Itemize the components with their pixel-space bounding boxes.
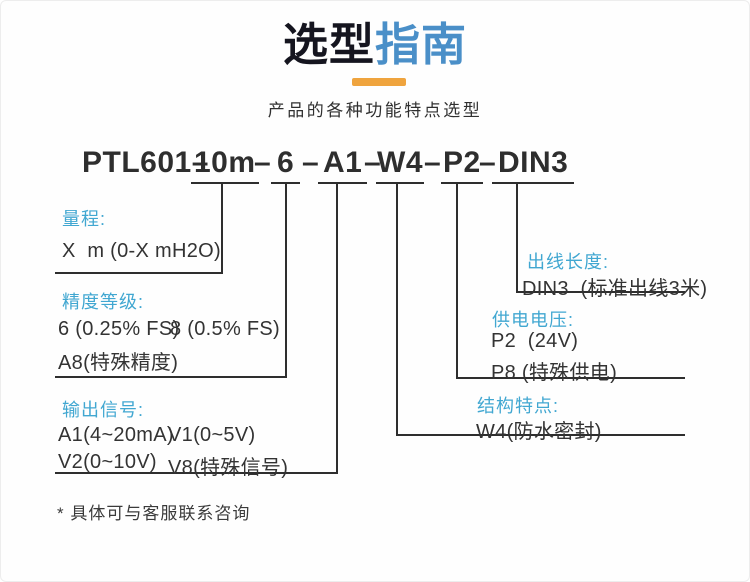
power-option-1: P2 (24V) <box>491 330 579 352</box>
connector-cable-hline <box>516 291 685 293</box>
section-range-value: X m (0-X mH2O) <box>62 240 221 262</box>
section-accuracy-row1: 6 (0.25% FS) 8 (0.5% FS) <box>58 318 280 341</box>
page-subtitle: 产品的各种功能特点选型 <box>267 101 483 120</box>
page-title-dark-part: 选型 <box>282 19 375 70</box>
model-dash-5: – <box>479 146 497 179</box>
footnote: * 具体可与客服联系咨询 <box>57 504 251 523</box>
power-option-2: P8 (特殊供电) <box>491 362 618 384</box>
connector-range-hline <box>55 272 223 274</box>
section-output-label: 输出信号: <box>62 400 145 420</box>
section-output-row2: V2(0~10V) V8(特殊信号) <box>58 451 288 480</box>
accuracy-option-1: 6 (0.25% FS) <box>58 318 180 340</box>
output-option-4: V8(特殊信号) <box>168 457 289 479</box>
section-cable-value: DIN3 (标准出线3米) <box>522 278 708 300</box>
connector-cable-vline <box>516 184 518 293</box>
connector-power-vline <box>456 184 458 379</box>
connector-output-hline <box>55 472 338 474</box>
connector-range-vline <box>221 184 223 274</box>
section-cable-label: 出线长度: <box>527 252 610 272</box>
connector-power-hline <box>456 377 685 379</box>
model-segment-structure: W4 <box>376 146 424 184</box>
section-range-label: 量程: <box>62 209 107 229</box>
connector-accuracy-hline <box>55 376 287 378</box>
section-power-label: 供电电压: <box>492 310 575 330</box>
model-segment-accuracy: 6 <box>271 146 301 184</box>
model-segment-range: 10m <box>191 146 259 184</box>
model-dash-2: – <box>302 146 320 179</box>
page-title-accent-part: 指南 <box>375 19 468 70</box>
section-structure-label: 结构特点: <box>477 396 560 416</box>
model-segment-output: A1 <box>318 146 368 184</box>
section-accuracy-label: 精度等级: <box>62 292 145 312</box>
output-option-1: A1(4~20mA) <box>58 424 174 446</box>
model-dash-1: – <box>254 146 272 179</box>
model-segment-power: P2 <box>441 146 483 184</box>
section-output-row1: A1(4~20mA) V1(0~5V) <box>58 424 255 447</box>
output-option-3: V2(0~10V) <box>58 451 157 473</box>
title-underline-dash <box>352 78 406 86</box>
model-segment-cable: DIN3 <box>492 146 575 184</box>
model-prefix: PTL601– <box>82 146 209 179</box>
connector-structure-vline <box>396 184 398 436</box>
connector-structure-hline <box>396 434 685 436</box>
page-title: 选型指南 <box>0 20 750 70</box>
model-dash-3: – <box>364 146 382 179</box>
model-dash-4: – <box>424 146 442 179</box>
accuracy-option-2: 8 (0.5% FS) <box>170 318 280 340</box>
accuracy-option-3: A8(特殊精度) <box>58 352 179 374</box>
section-structure-value: W4(防水密封) <box>476 421 602 443</box>
connector-output-vline <box>336 184 338 474</box>
output-option-2: V1(0~5V) <box>168 424 256 446</box>
connector-accuracy-vline <box>285 184 287 378</box>
